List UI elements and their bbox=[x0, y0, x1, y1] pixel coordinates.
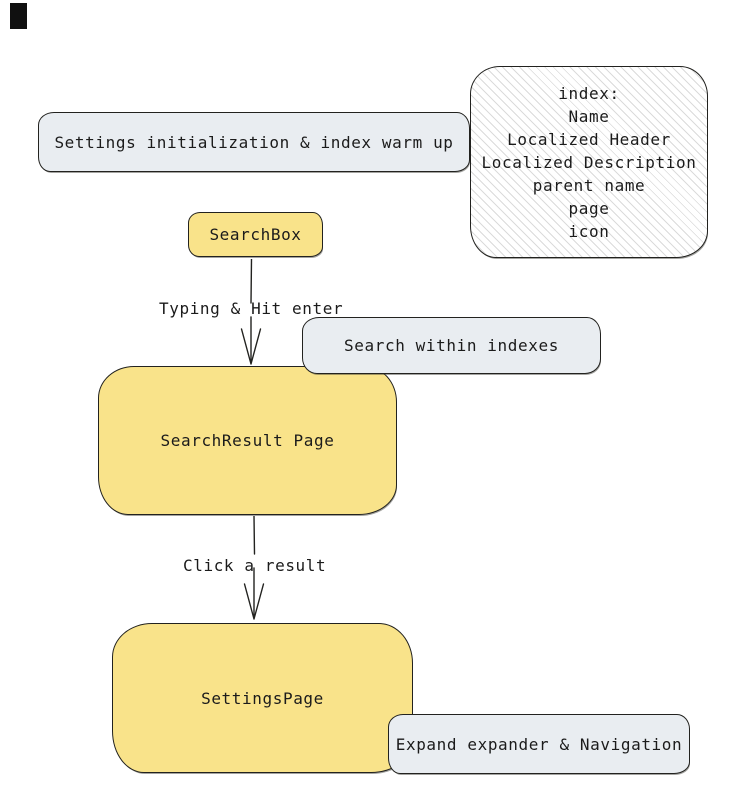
edge-label-click-a-result: Click a result bbox=[183, 556, 327, 575]
node-expand-expander-navigation-label: Expand expander & Navigation bbox=[395, 734, 683, 754]
corner-mark bbox=[10, 3, 27, 29]
node-expand-expander-navigation: Expand expander & Navigation bbox=[388, 714, 690, 774]
index-info-line: Name bbox=[568, 106, 610, 126]
node-search-box: SearchBox bbox=[188, 212, 323, 257]
node-search-within-indexes: Search within indexes bbox=[302, 317, 601, 374]
edge-label-typing-hit-enter: Typing & Hit enter bbox=[159, 299, 344, 318]
index-info-line: icon bbox=[568, 221, 610, 241]
index-info-line: Localized Header bbox=[507, 129, 671, 149]
node-search-within-indexes-label: Search within indexes bbox=[344, 336, 559, 355]
node-settings-page-label: SettingsPage bbox=[201, 688, 324, 708]
node-search-result-page: SearchResult Page bbox=[98, 366, 397, 515]
index-info-line: index: bbox=[558, 83, 620, 103]
node-index-info: index: Name Localized Header Localized D… bbox=[470, 66, 708, 258]
index-info-line: Localized Description bbox=[481, 152, 697, 172]
node-settings-page: SettingsPage bbox=[112, 623, 413, 773]
arrow-down bbox=[240, 259, 262, 365]
arrow-down bbox=[243, 516, 265, 620]
index-info-line: parent name bbox=[532, 175, 646, 195]
node-settings-initialization: Settings initialization & index warm up bbox=[38, 112, 470, 172]
node-search-box-label: SearchBox bbox=[209, 225, 302, 244]
node-search-result-page-label: SearchResult Page bbox=[160, 431, 335, 450]
node-settings-initialization-label: Settings initialization & index warm up bbox=[54, 132, 454, 152]
index-info-line: page bbox=[568, 198, 610, 218]
